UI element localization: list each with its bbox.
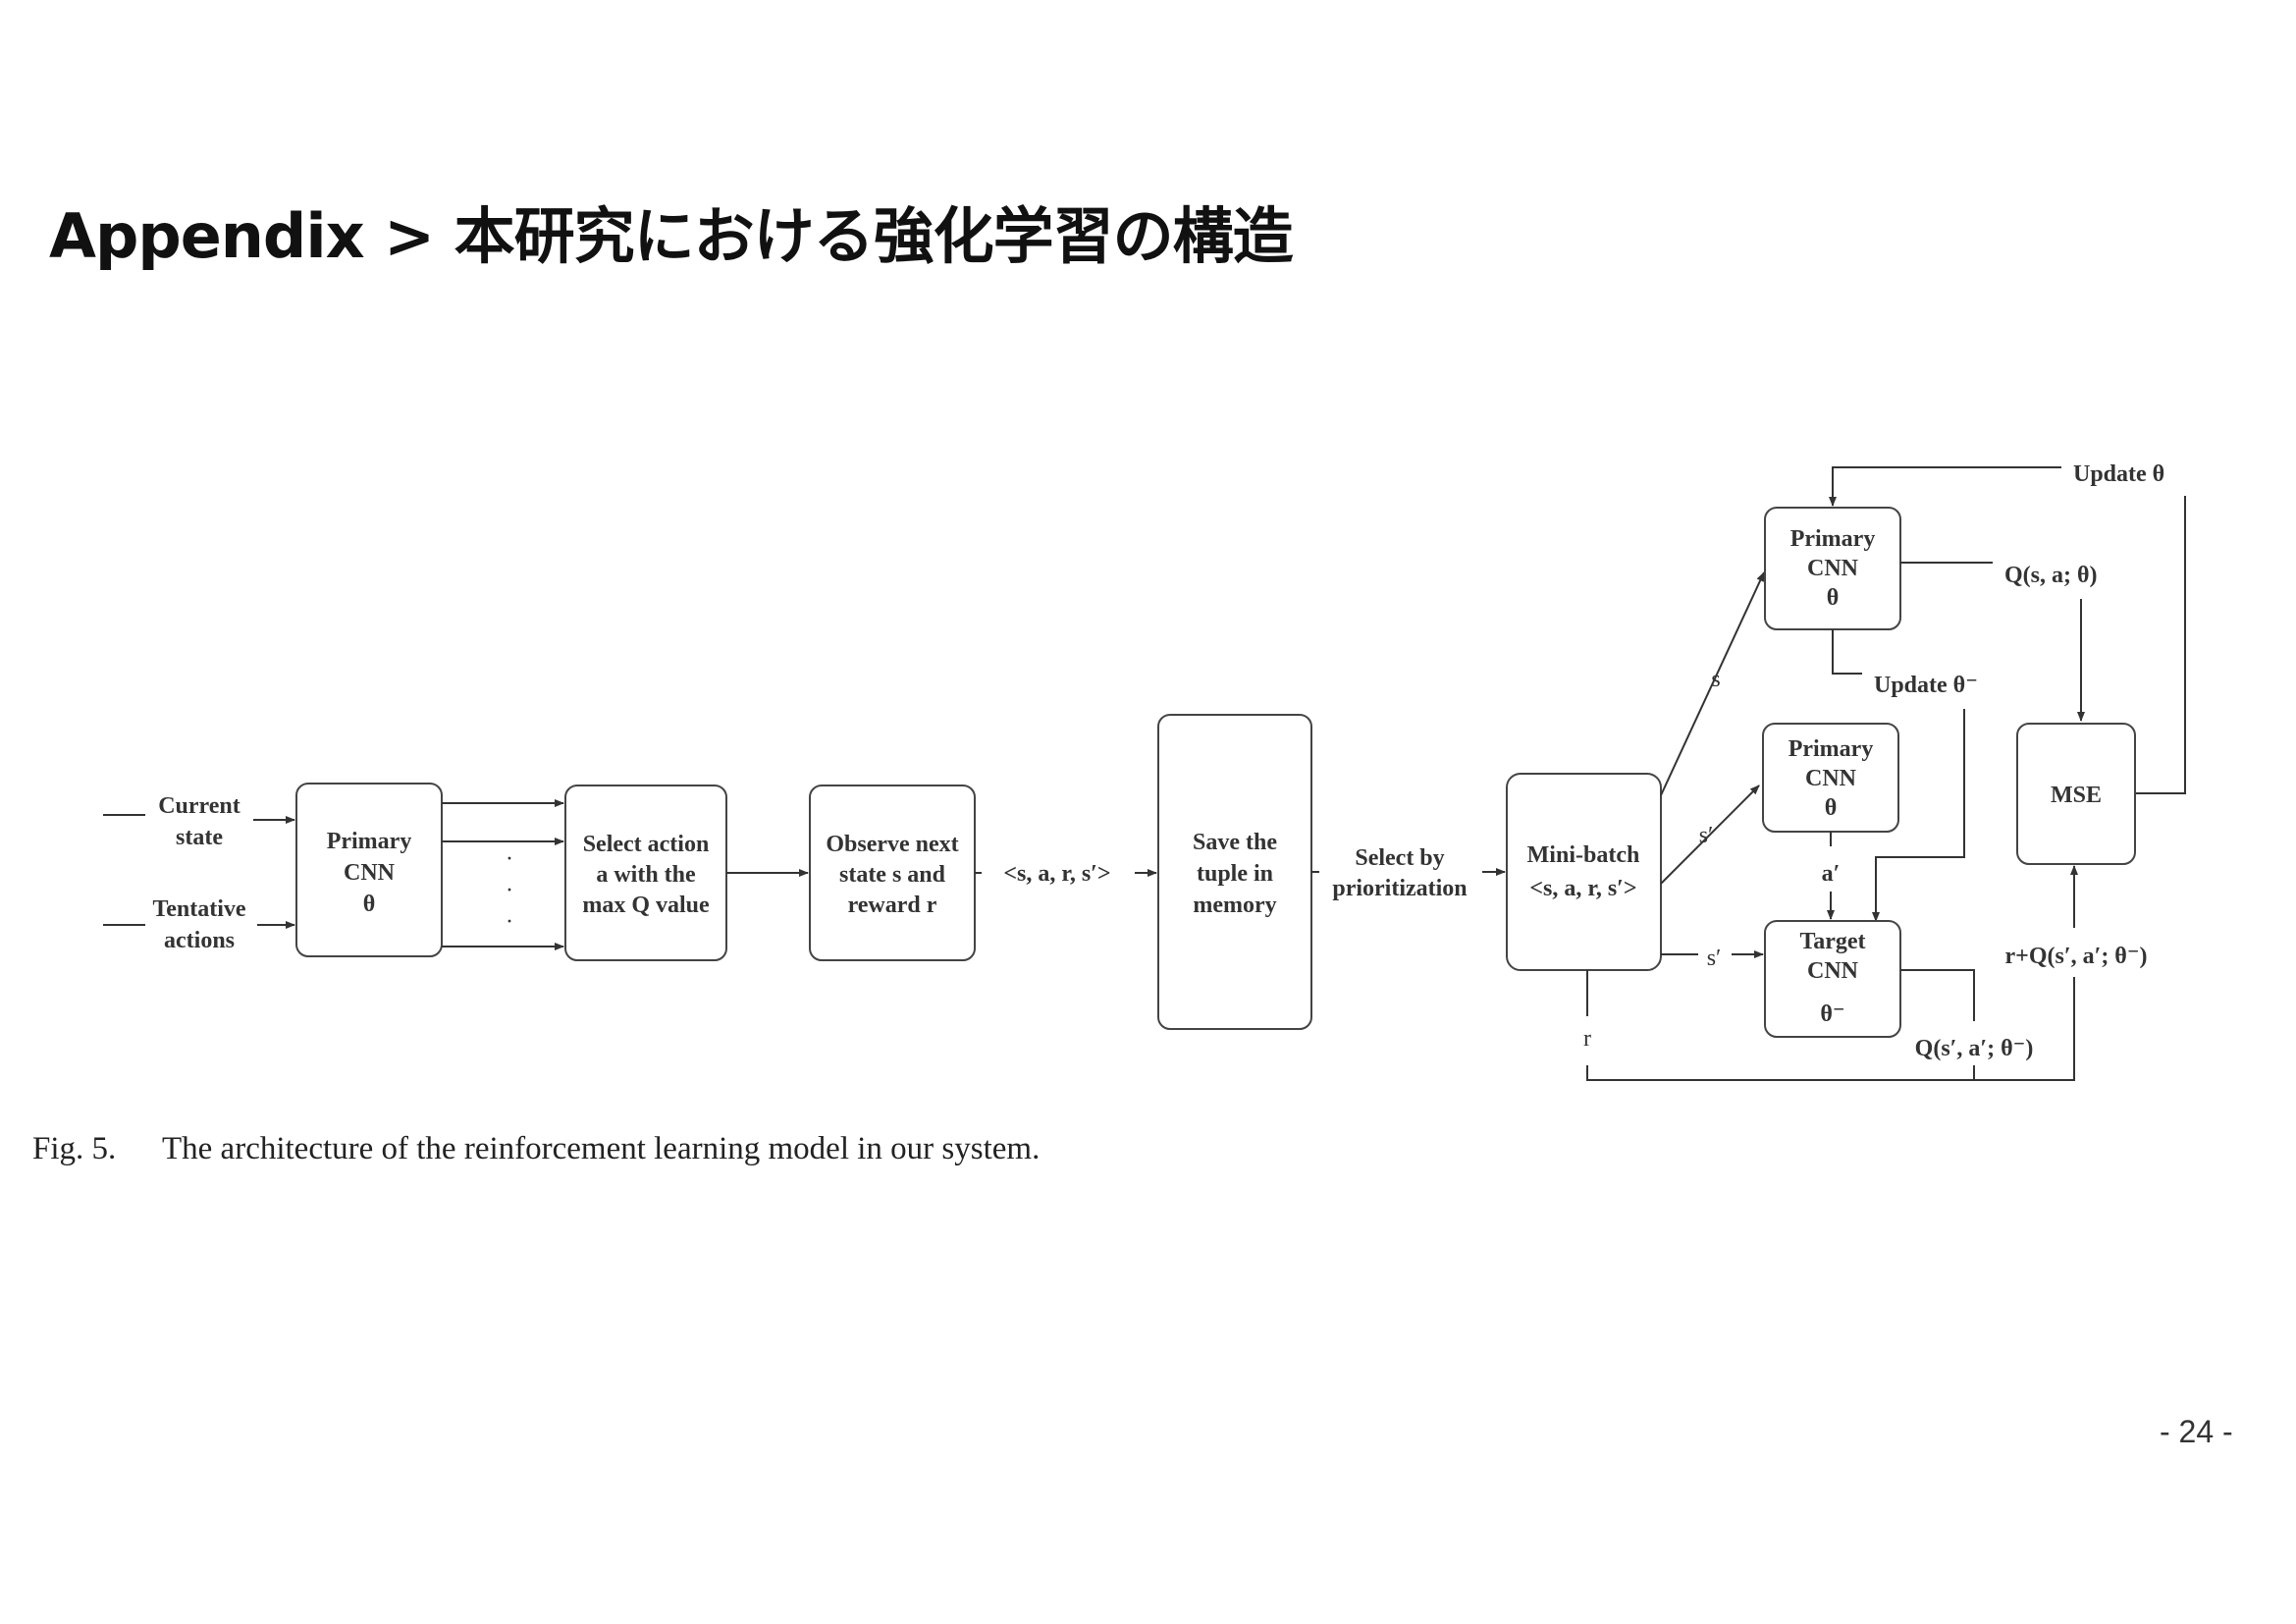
edge-line [2135, 496, 2186, 794]
node-label-line: tuple in [1197, 861, 1273, 887]
node-label-line: θ [1827, 585, 1840, 611]
slide-title: Appendix > 本研究における強化学習の構造 [49, 200, 1294, 272]
node-label-line: Primary [327, 829, 412, 854]
input-current-state: Current state [103, 793, 295, 850]
edge-label-update-theta: Update θ [2073, 461, 2164, 487]
node-label-line: θ⁻ [1820, 1001, 1844, 1027]
node-primary-cnn-top: Primary CNN θ [1764, 507, 1901, 630]
node-label-line: max Q value [582, 893, 710, 918]
node-label-line: <s, a, r, s′> [1529, 876, 1636, 901]
edge-label-r: r [1583, 1026, 1591, 1052]
input-label-line: actions [164, 928, 235, 953]
node-box [1506, 773, 1662, 971]
node-target-cnn: Target CNN θ⁻ [1764, 920, 1901, 1038]
node-label-line: CNN [1807, 556, 1859, 581]
figure-number: Fig. 5. [32, 1131, 117, 1166]
edge-label-s: s [1711, 667, 1720, 692]
node-label-line: MSE [2051, 783, 2102, 808]
node-label-line: Primary [1789, 736, 1874, 762]
node-label-line: CNN [1805, 766, 1857, 791]
input-tentative-actions: Tentative actions [103, 896, 295, 953]
edge-label-a-prime: a′ [1822, 861, 1841, 887]
edge-line [1586, 977, 2075, 1081]
node-mini-batch: Mini-batch <s, a, r, s′> [1506, 773, 1662, 971]
edge-line [1832, 629, 1862, 675]
node-label-line: CNN [344, 860, 396, 886]
node-label-line: Save the [1193, 830, 1277, 855]
node-label-line: reward r [848, 893, 937, 918]
arrow [1829, 466, 2061, 507]
node-label-line: Mini-batch [1527, 842, 1640, 868]
page-number: - 24 - [2160, 1414, 2233, 1449]
ellipsis-dot: · [506, 909, 513, 935]
node-label-line: Observe next [826, 832, 958, 857]
figure-caption-text: The architecture of the reinforcement le… [162, 1131, 1041, 1166]
edge-label-q-target: Q(s′, a′; θ⁻) [1915, 1036, 2034, 1061]
node-label-line: memory [1193, 893, 1276, 918]
edge-line [1900, 969, 1975, 1021]
arrow [1660, 571, 1765, 796]
node-box [2016, 723, 2136, 865]
edge-label-s-prime: s′ [1699, 823, 1714, 848]
node-label-line: θ [1825, 795, 1838, 821]
figure-caption: Fig. 5. The architecture of the reinforce… [32, 1131, 1040, 1167]
edge-label-tuple: <s, a, r, s′> [1003, 861, 1110, 887]
node-save-tuple: Save the tuple in memory [1157, 714, 1312, 1030]
node-label-line: a with the [596, 862, 696, 888]
node-mse: MSE [2016, 723, 2136, 865]
arrow [1872, 709, 1965, 922]
node-primary-cnn-mid: Primary CNN θ [1762, 723, 1899, 833]
edge-label-q-primary: Q(s, a; θ) [2004, 563, 2098, 588]
edge-label-update-theta-minus: Update θ⁻ [1874, 673, 1978, 698]
node-label-line: Target [1799, 929, 1865, 954]
node-label-line: state s and [839, 862, 946, 888]
arrow [1660, 785, 1760, 885]
node-label-line: Select action [583, 832, 710, 857]
edge-label-prioritization: Select by [1355, 845, 1444, 871]
edge-label-target-value: r+Q(s′, a′; θ⁻) [2004, 944, 2147, 969]
edge-label-prioritization: prioritization [1332, 876, 1467, 901]
node-observe-next: Observe next state s and reward r [809, 785, 976, 961]
edge-label-s-prime: s′ [1707, 946, 1722, 971]
input-label-line: state [176, 825, 223, 850]
ellipsis-dot: · [506, 878, 513, 903]
node-primary-cnn-input: Primary CNN θ [295, 783, 443, 957]
ellipsis-dot: · [506, 846, 513, 872]
node-box [1764, 920, 1901, 1038]
node-select-action: Select action a with the max Q value [564, 785, 727, 961]
node-label-line: θ [363, 892, 376, 917]
input-label-line: Current [158, 793, 240, 819]
input-label-line: Tentative [152, 896, 245, 922]
node-label-line: CNN [1807, 958, 1859, 984]
node-label-line: Primary [1790, 526, 1876, 552]
node-box [295, 783, 443, 957]
